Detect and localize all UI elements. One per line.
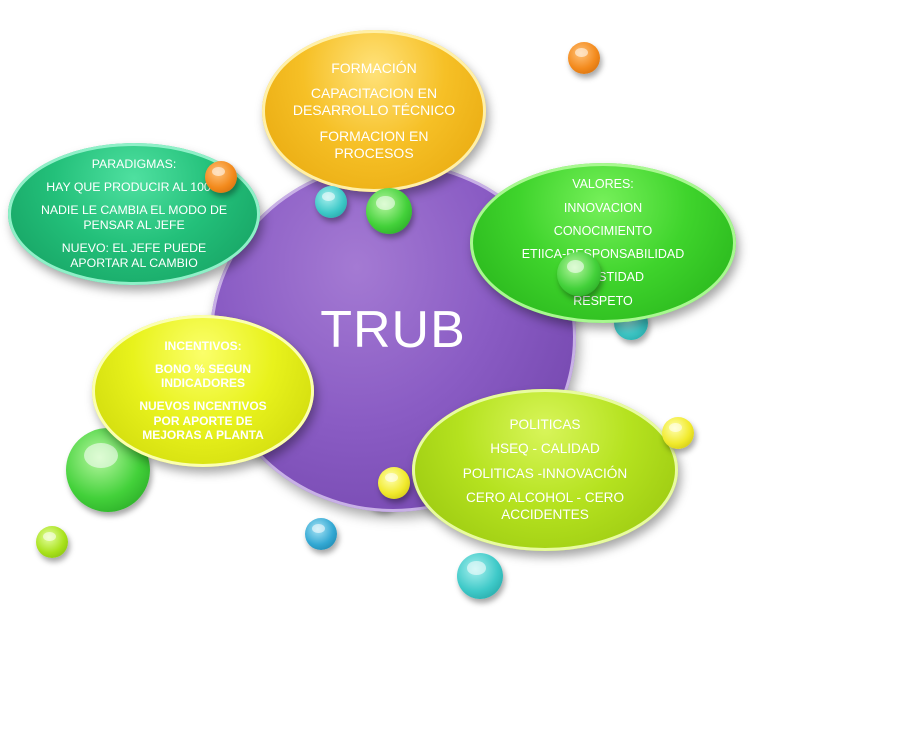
incentivos-item: NUEVOS INCENTIVOS POR APORTE DE MEJORAS … <box>139 399 267 443</box>
lime-orb <box>36 526 68 558</box>
green-orb <box>557 252 601 296</box>
incentivos-heading: INCENTIVOS: <box>164 339 242 354</box>
paradigmas-item: HAY QUE PRODUCIR AL 100% <box>46 180 222 194</box>
paradigmas-bubble: PARADIGMAS: HAY QUE PRODUCIR AL 100% NAD… <box>8 143 260 285</box>
formacion-heading: FORMACIÓN <box>331 60 417 77</box>
hub-title: TRUB <box>320 301 466 359</box>
formacion-item: CAPACITACION EN DESARROLLO TÉCNICO <box>292 85 456 119</box>
politicas-item: HSEQ - CALIDAD <box>490 441 600 457</box>
formacion-item: FORMACION EN PROCESOS <box>319 127 429 161</box>
orange-orb <box>568 42 600 74</box>
teal-orb-large <box>457 553 503 599</box>
valores-bubble: VALORES: INNOVACION CONOCIMIENTO ETIICA-… <box>470 163 736 323</box>
paradigmas-item: NUEVO: EL JEFE PUEDE APORTAR AL CAMBIO <box>61 241 207 270</box>
yellow-orb <box>378 467 410 499</box>
politicas-item: POLITICAS -INNOVACIÓN <box>462 465 628 481</box>
incentivos-item: BONO % SEGUN INDICADORES <box>154 361 251 391</box>
politicas-heading: POLITICAS <box>509 416 581 432</box>
yellow-orb <box>662 417 694 449</box>
valores-item: ETIICA-RESPONSABILIDAD <box>521 247 685 261</box>
formacion-bubble: FORMACIÓN CAPACITACION EN DESARROLLO TÉC… <box>262 30 486 192</box>
valores-heading: VALORES: <box>572 177 634 192</box>
teal-orb <box>315 186 347 218</box>
politicas-bubble: POLITICAS HSEQ - CALIDAD POLITICAS -INNO… <box>412 389 678 551</box>
green-orb <box>366 188 412 234</box>
blue-orb <box>305 518 337 550</box>
orange-orb <box>205 161 237 193</box>
paradigmas-heading: PARADIGMAS: <box>91 157 177 171</box>
paradigmas-item: NADIE LE CAMBIA EL MODO DE PENSAR AL JEF… <box>40 203 228 232</box>
valores-item: RESPETO <box>573 293 633 308</box>
valores-item: INNOVACION <box>563 200 643 215</box>
valores-item: CONOCIMIENTO <box>553 223 653 238</box>
politicas-item: CERO ALCOHOL - CERO ACCIDENTES <box>465 490 625 522</box>
incentivos-bubble: INCENTIVOS: BONO % SEGUN INDICADORES NUE… <box>92 315 314 467</box>
